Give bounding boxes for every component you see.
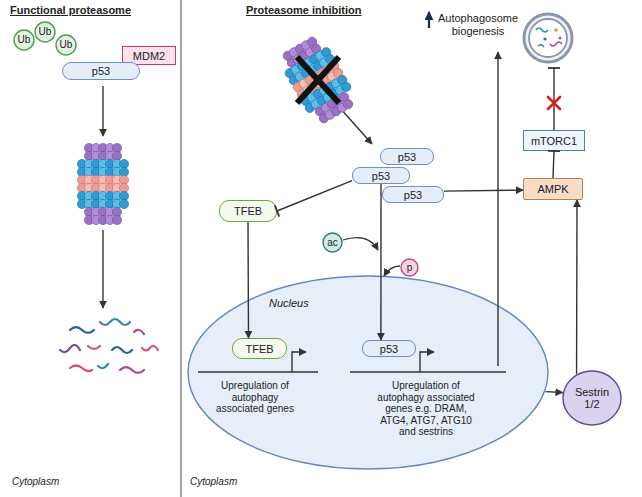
inhibition-cross bbox=[297, 57, 339, 103]
proteasome-symbol bbox=[276, 32, 361, 128]
node-label: p53 bbox=[372, 170, 390, 182]
node-outline bbox=[563, 371, 621, 425]
proteasome-symbol bbox=[77, 143, 128, 224]
protein-box: p53 bbox=[382, 186, 444, 203]
kinase-box: AMPK bbox=[523, 178, 583, 200]
node-label: TFEB bbox=[234, 205, 262, 217]
ubiquitin-circle: Ub bbox=[13, 29, 35, 51]
node-outline bbox=[14, 30, 34, 50]
panel-divider bbox=[181, 0, 182, 497]
arrow-connector bbox=[576, 200, 578, 374]
protein-ellipse: Sestrin 1/2 bbox=[562, 370, 622, 426]
peptide-fragments bbox=[60, 319, 158, 373]
node-label: p53 bbox=[380, 343, 398, 355]
compartment-label: Cytoplasm bbox=[190, 476, 310, 488]
node-label: MDM2 bbox=[133, 50, 165, 62]
node-label: p53 bbox=[404, 189, 422, 201]
arrow-line bbox=[497, 52, 498, 366]
blocked-cross bbox=[548, 97, 560, 109]
inhibition-line bbox=[553, 68, 554, 130]
node-label: Ub bbox=[39, 26, 52, 38]
node-label: Nucleus bbox=[269, 297, 309, 309]
process-label: Autophagosome biogenesis bbox=[436, 12, 520, 38]
protein-box: p53 bbox=[62, 62, 140, 80]
promoter-arrow bbox=[292, 352, 434, 372]
panel-title: Functional proteasome bbox=[10, 5, 175, 17]
node-outline bbox=[401, 259, 418, 276]
arrow-connector bbox=[545, 391, 562, 393]
kinase-box: mTORC1 bbox=[523, 130, 585, 151]
node-label: p53 bbox=[398, 151, 416, 163]
modification-circle: ac bbox=[322, 232, 343, 253]
node-outline bbox=[188, 276, 548, 469]
arrow-connector bbox=[444, 190, 523, 191]
inhibition-connector bbox=[553, 151, 554, 178]
autophagosome-symbol bbox=[524, 14, 572, 62]
node-outline bbox=[56, 35, 76, 55]
modification-arrow bbox=[343, 238, 400, 276]
node-label: Sestrin 1/2 bbox=[570, 386, 614, 410]
node-label: Ub bbox=[18, 34, 31, 46]
node-label: TFEB bbox=[245, 343, 273, 355]
node-label: AMPK bbox=[537, 183, 568, 195]
protein-box: p53 bbox=[380, 148, 434, 165]
arrow-connector bbox=[247, 222, 249, 338]
protein-box: p53 bbox=[352, 167, 410, 184]
node-label: p53 bbox=[92, 65, 110, 77]
node-outline bbox=[35, 22, 55, 42]
ubiquitin-circle: Ub bbox=[55, 34, 77, 56]
modification-circle: p bbox=[400, 258, 419, 277]
node-outline bbox=[323, 233, 342, 252]
inhibition-connector bbox=[277, 181, 352, 211]
gene-line bbox=[198, 371, 506, 372]
increase-arrow bbox=[428, 12, 430, 28]
protein-box: p53 bbox=[362, 340, 416, 357]
arrow-connector bbox=[380, 184, 382, 340]
protein-box: TFEB bbox=[219, 200, 277, 222]
compartment-label: Cytoplasm bbox=[12, 476, 132, 488]
node-label: mTORC1 bbox=[531, 135, 577, 147]
node-label: ac bbox=[327, 237, 338, 249]
node-label: p bbox=[407, 262, 413, 274]
ubiquitin-circle: Ub bbox=[34, 21, 56, 43]
nucleus-ellipse: NucleusTFEB p53 bbox=[187, 275, 549, 470]
node-outline bbox=[187, 275, 549, 470]
panel-title: Proteasome inhibition bbox=[246, 5, 406, 17]
protein-box: TFEB bbox=[232, 338, 287, 359]
arrow-line bbox=[103, 86, 372, 308]
node-label: Ub bbox=[60, 39, 73, 51]
